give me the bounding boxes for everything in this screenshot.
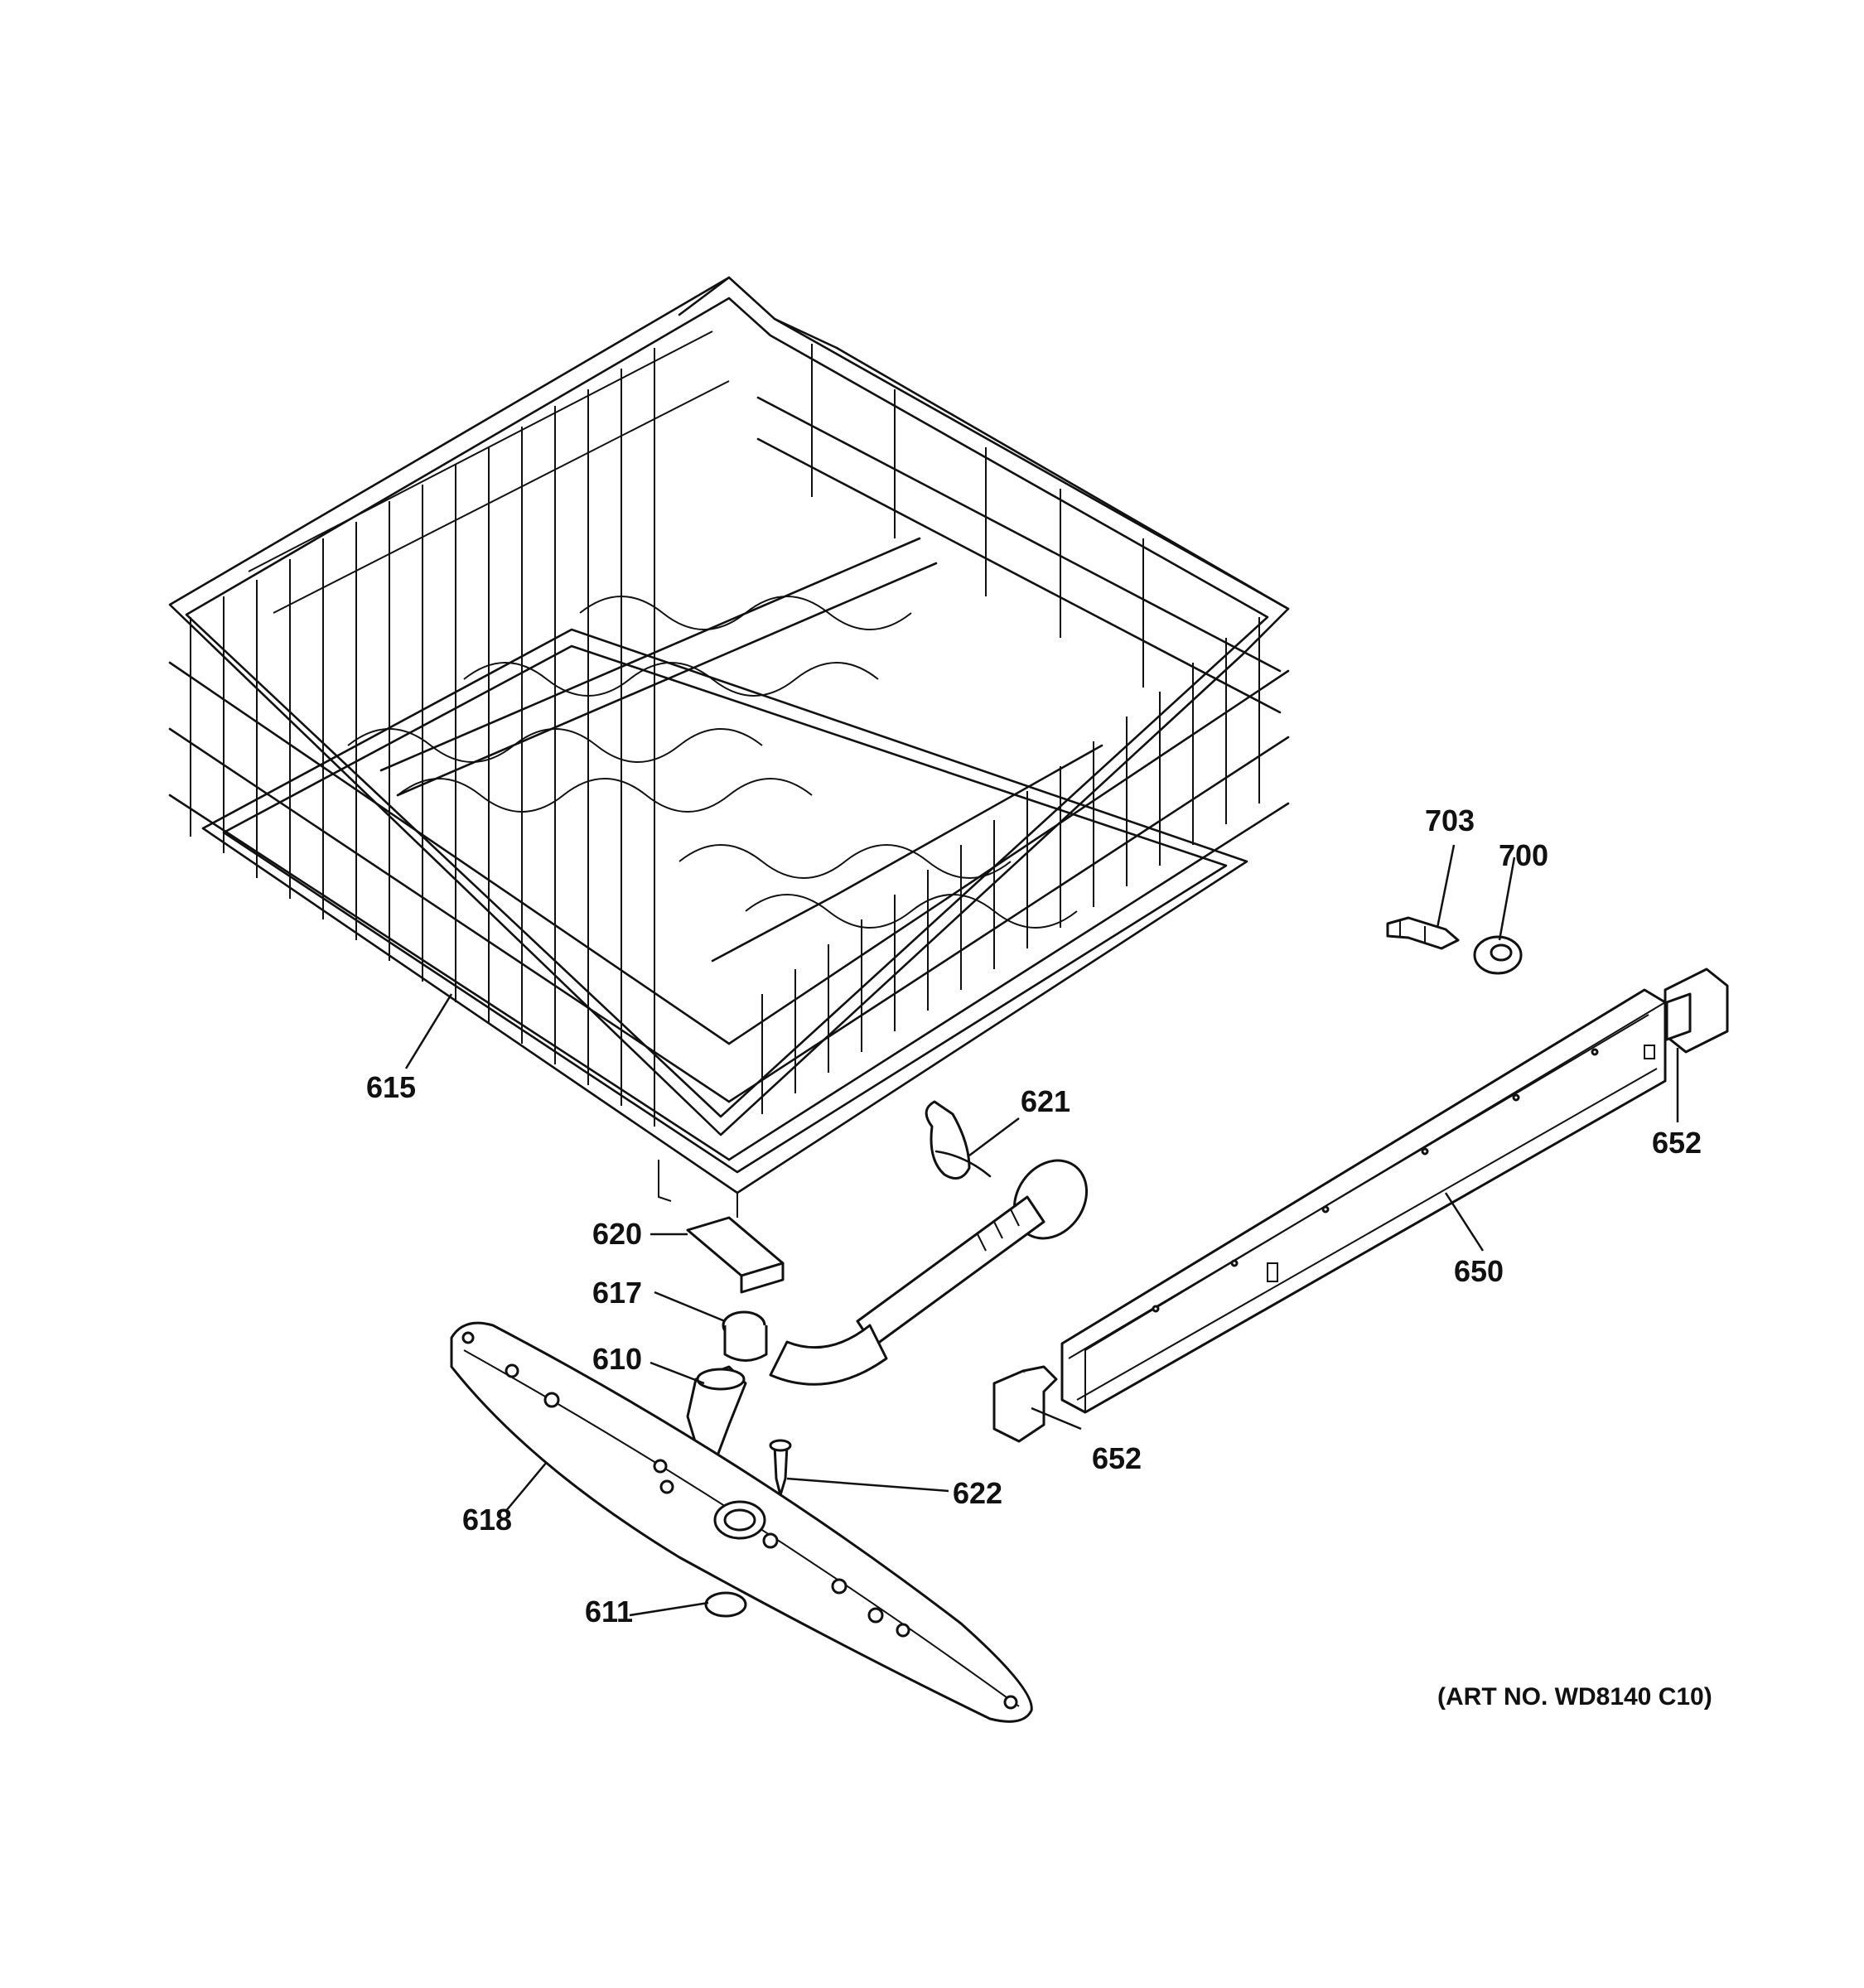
- clip-621: [925, 1100, 992, 1180]
- callout-620: 620: [592, 1217, 642, 1251]
- roller-700: [1473, 935, 1523, 975]
- clip-703: [1386, 916, 1460, 950]
- rack-left-wall-wires: [190, 348, 655, 1127]
- callout-622: 622: [953, 1476, 1002, 1510]
- callout-611: 611: [585, 1595, 633, 1629]
- callout-615: 615: [366, 1070, 416, 1104]
- screw-622: [769, 1439, 792, 1497]
- callout-610: 610: [592, 1342, 642, 1376]
- hub-610: [686, 1365, 747, 1460]
- rack-right-wall-wires: [761, 617, 1260, 1114]
- rack-back-wall-wires: [811, 344, 1144, 688]
- end-stop-652-left: [992, 1365, 1058, 1443]
- upper-dish-rack: [168, 276, 1290, 1218]
- rail-650: [1060, 988, 1667, 1414]
- leader-lines: [404, 844, 1679, 1617]
- callout-700: 700: [1499, 838, 1548, 872]
- callout-618: 618: [462, 1503, 512, 1537]
- holder-620: [686, 1216, 785, 1294]
- rack-tines: [347, 596, 1078, 929]
- callout-621: 621: [1021, 1084, 1070, 1118]
- callout-652-right: 652: [1652, 1126, 1702, 1160]
- callout-703: 703: [1425, 803, 1475, 837]
- spray-arm-618: [450, 1321, 1033, 1723]
- feed-tube-617: [722, 1159, 1089, 1386]
- washer-611: [704, 1591, 747, 1618]
- callout-650: 650: [1454, 1254, 1504, 1288]
- end-stop-652-right: [1664, 967, 1729, 1054]
- callout-617: 617: [592, 1276, 642, 1310]
- callout-652-left: 652: [1092, 1441, 1142, 1475]
- art-number: (ART NO. WD8140 C10): [1437, 1683, 1712, 1711]
